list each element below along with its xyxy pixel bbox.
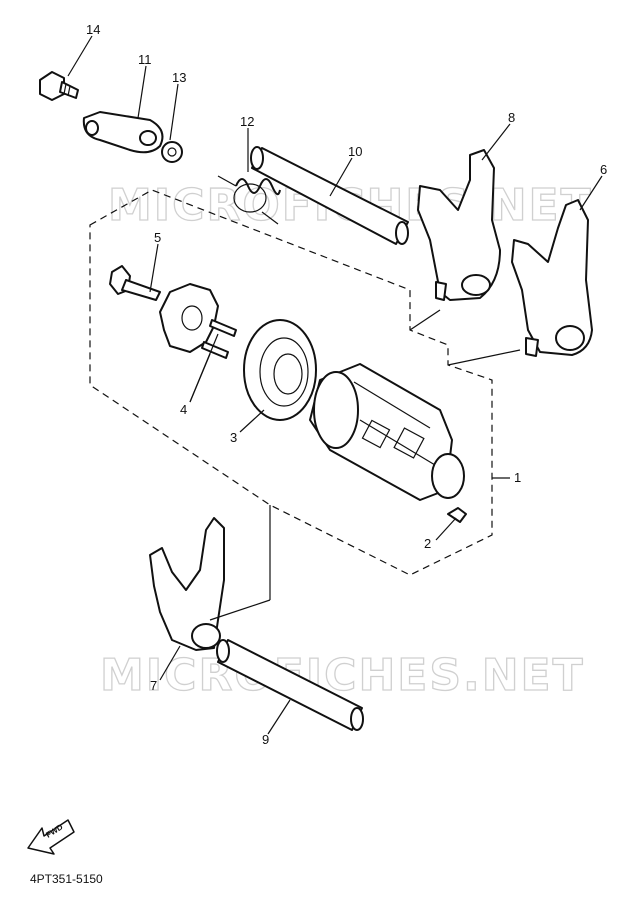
callout-4: 4 — [180, 402, 187, 417]
bearing-3 — [243, 319, 317, 421]
shift-drum-1 — [309, 363, 465, 501]
shift-fork-6 — [511, 199, 593, 357]
shift-fork-7 — [149, 517, 225, 651]
bolt-14 — [39, 71, 79, 101]
pins-4 — [201, 319, 237, 359]
callout-11: 11 — [138, 52, 152, 67]
callout-7: 7 — [150, 678, 157, 693]
shift-fork-8 — [417, 149, 501, 301]
bolt-5 — [109, 265, 161, 301]
callout-10: 10 — [348, 144, 362, 159]
washer-13 — [161, 141, 183, 163]
callout-9: 9 — [262, 732, 269, 747]
callout-5: 5 — [154, 230, 161, 245]
callout-12: 12 — [240, 114, 254, 129]
callout-8: 8 — [508, 110, 515, 125]
diagram-code: 4PT351-5150 — [30, 872, 103, 886]
callout-14: 14 — [86, 22, 100, 37]
fwd-arrow-icon: FWD — [27, 819, 75, 855]
watermark-bottom: MICROFICHES.NET — [100, 650, 585, 701]
shaft-9 — [216, 639, 364, 731]
callout-6: 6 — [600, 162, 607, 177]
callout-1: 1 — [514, 470, 521, 485]
callout-3: 3 — [230, 430, 237, 445]
spring-12 — [217, 175, 281, 225]
screw-2 — [447, 507, 467, 523]
callout-13: 13 — [172, 70, 186, 85]
leader-lines — [67, 35, 603, 735]
segment-plate — [159, 283, 219, 353]
shift-arm-11 — [82, 111, 164, 154]
callout-2: 2 — [424, 536, 431, 551]
assembly-boundary — [89, 189, 493, 576]
